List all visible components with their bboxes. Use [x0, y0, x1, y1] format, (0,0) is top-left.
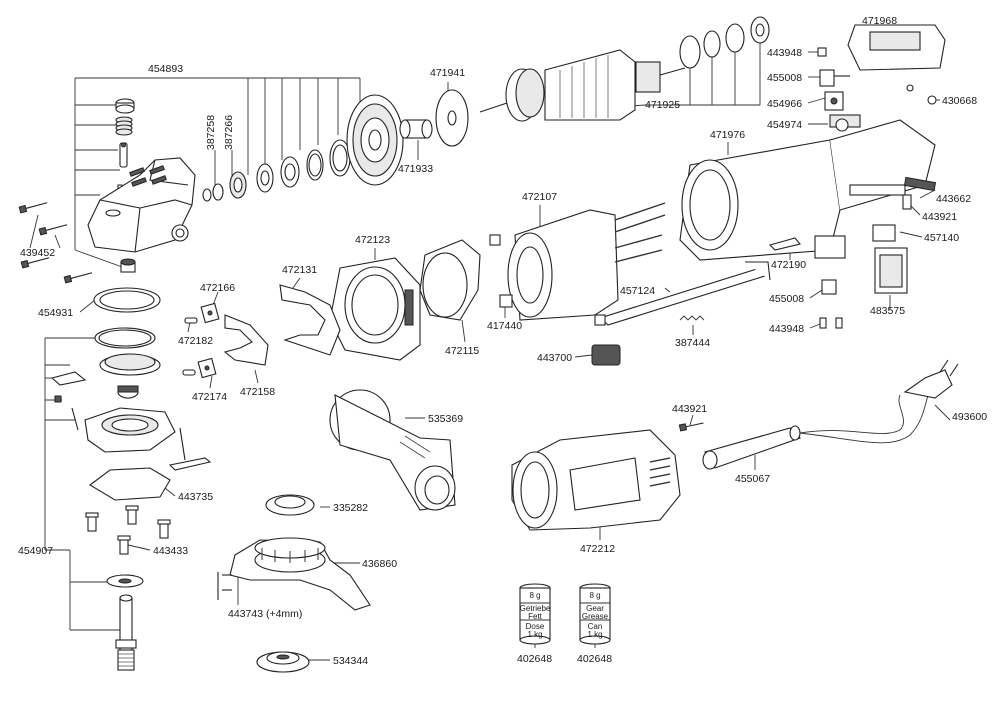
wheel-guard	[217, 537, 371, 611]
label-402648-left: 402648	[517, 653, 552, 665]
label-471968: 471968	[862, 15, 897, 27]
label-493600: 493600	[952, 411, 987, 423]
can-left-weight: 8 g	[529, 591, 540, 600]
motor-flange	[329, 257, 421, 361]
gear-train-bearings	[202, 94, 404, 202]
armature	[479, 16, 770, 122]
side-handle	[329, 389, 456, 511]
label-472158: 472158	[240, 386, 275, 398]
screw-443921-lower	[678, 422, 704, 432]
spindle-gear-assembly	[50, 287, 212, 671]
label-402648-right: 402648	[577, 653, 612, 665]
switch-and-brush-parts	[768, 24, 946, 329]
power-cord	[799, 359, 959, 444]
label-443948-top: 443948	[767, 47, 802, 59]
rear-handle	[702, 425, 802, 470]
label-472212: 472212	[580, 543, 615, 555]
switch-slider	[591, 261, 771, 366]
label-443700: 443700	[537, 352, 572, 364]
label-335282: 335282	[333, 502, 368, 514]
label-483575: 483575	[870, 305, 905, 317]
label-471933: 471933	[398, 163, 433, 175]
flange-nuts	[256, 494, 315, 673]
grease-can-texts: 8 g Getriebe Fett Dose 1 kg 8 g Gear Gre…	[520, 591, 609, 639]
gear-head-small-parts	[115, 98, 136, 273]
can-right-line2: Grease	[582, 612, 609, 621]
label-443735: 443735	[178, 491, 213, 503]
can-right-weight: 8 g	[589, 591, 600, 600]
stator	[489, 202, 666, 321]
can-left-line1: Getriebe	[520, 604, 551, 613]
label-417440: 417440	[487, 320, 522, 332]
label-472182: 472182	[178, 335, 213, 347]
label-436860: 436860	[362, 558, 397, 570]
label-454966: 454966	[767, 98, 802, 110]
can-left-line3: Dose	[526, 622, 545, 631]
label-471925: 471925	[645, 99, 680, 111]
label-454907: 454907	[18, 545, 53, 557]
grease-can-right	[579, 583, 611, 645]
label-454931: 454931	[38, 307, 73, 319]
label-455008-bottom: 455008	[769, 293, 804, 305]
label-472174: 472174	[192, 391, 227, 403]
can-right-line1: Gear	[586, 604, 604, 613]
label-472131: 472131	[282, 264, 317, 276]
label-439452: 439452	[20, 247, 55, 259]
label-387266: 387266	[223, 115, 235, 150]
label-443921-bottom: 443921	[672, 403, 707, 415]
label-455067: 455067	[735, 473, 770, 485]
brush-parts	[182, 302, 220, 379]
housing-screws	[18, 202, 93, 284]
label-535369: 535369	[428, 413, 463, 425]
label-457140: 457140	[924, 232, 959, 244]
leader-lines	[29, 28, 951, 661]
gear-housing	[87, 157, 196, 253]
label-472107: 472107	[522, 191, 557, 203]
air-baffle	[419, 239, 481, 321]
label-430668: 430668	[942, 95, 977, 107]
can-left-line2: Fett	[528, 612, 543, 621]
label-471941: 471941	[430, 67, 465, 79]
can-left-line4: 1 kg	[527, 630, 542, 639]
label-443921-top: 443921	[922, 211, 957, 223]
label-443743: 443743 (+4mm)	[228, 608, 302, 620]
armature-fan-parts	[399, 89, 469, 147]
label-387444: 387444	[675, 337, 710, 349]
label-471976: 471976	[710, 129, 745, 141]
grease-can-left	[519, 583, 551, 645]
label-454893: 454893	[148, 63, 183, 75]
part-number-labels: 454893 387258 387266 439452 454931 45490…	[18, 15, 987, 667]
label-472123: 472123	[355, 234, 390, 246]
label-443948-bottom: 443948	[769, 323, 804, 335]
label-534344: 534344	[333, 655, 368, 667]
brush-holder-brackets	[223, 284, 341, 366]
main-housing-shell	[511, 429, 681, 531]
label-455008-top: 455008	[767, 72, 802, 84]
label-443662: 443662	[936, 193, 971, 205]
label-387258: 387258	[205, 115, 217, 150]
motor-housing	[679, 114, 936, 261]
label-472166: 472166	[200, 282, 235, 294]
can-right-line3: Can	[588, 622, 603, 631]
label-472115: 472115	[445, 345, 479, 357]
label-472190: 472190	[771, 259, 806, 271]
label-457124: 457124	[620, 285, 655, 297]
label-443433: 443433	[153, 545, 188, 557]
label-454974: 454974	[767, 119, 802, 131]
can-right-line4: 1 kg	[587, 630, 602, 639]
